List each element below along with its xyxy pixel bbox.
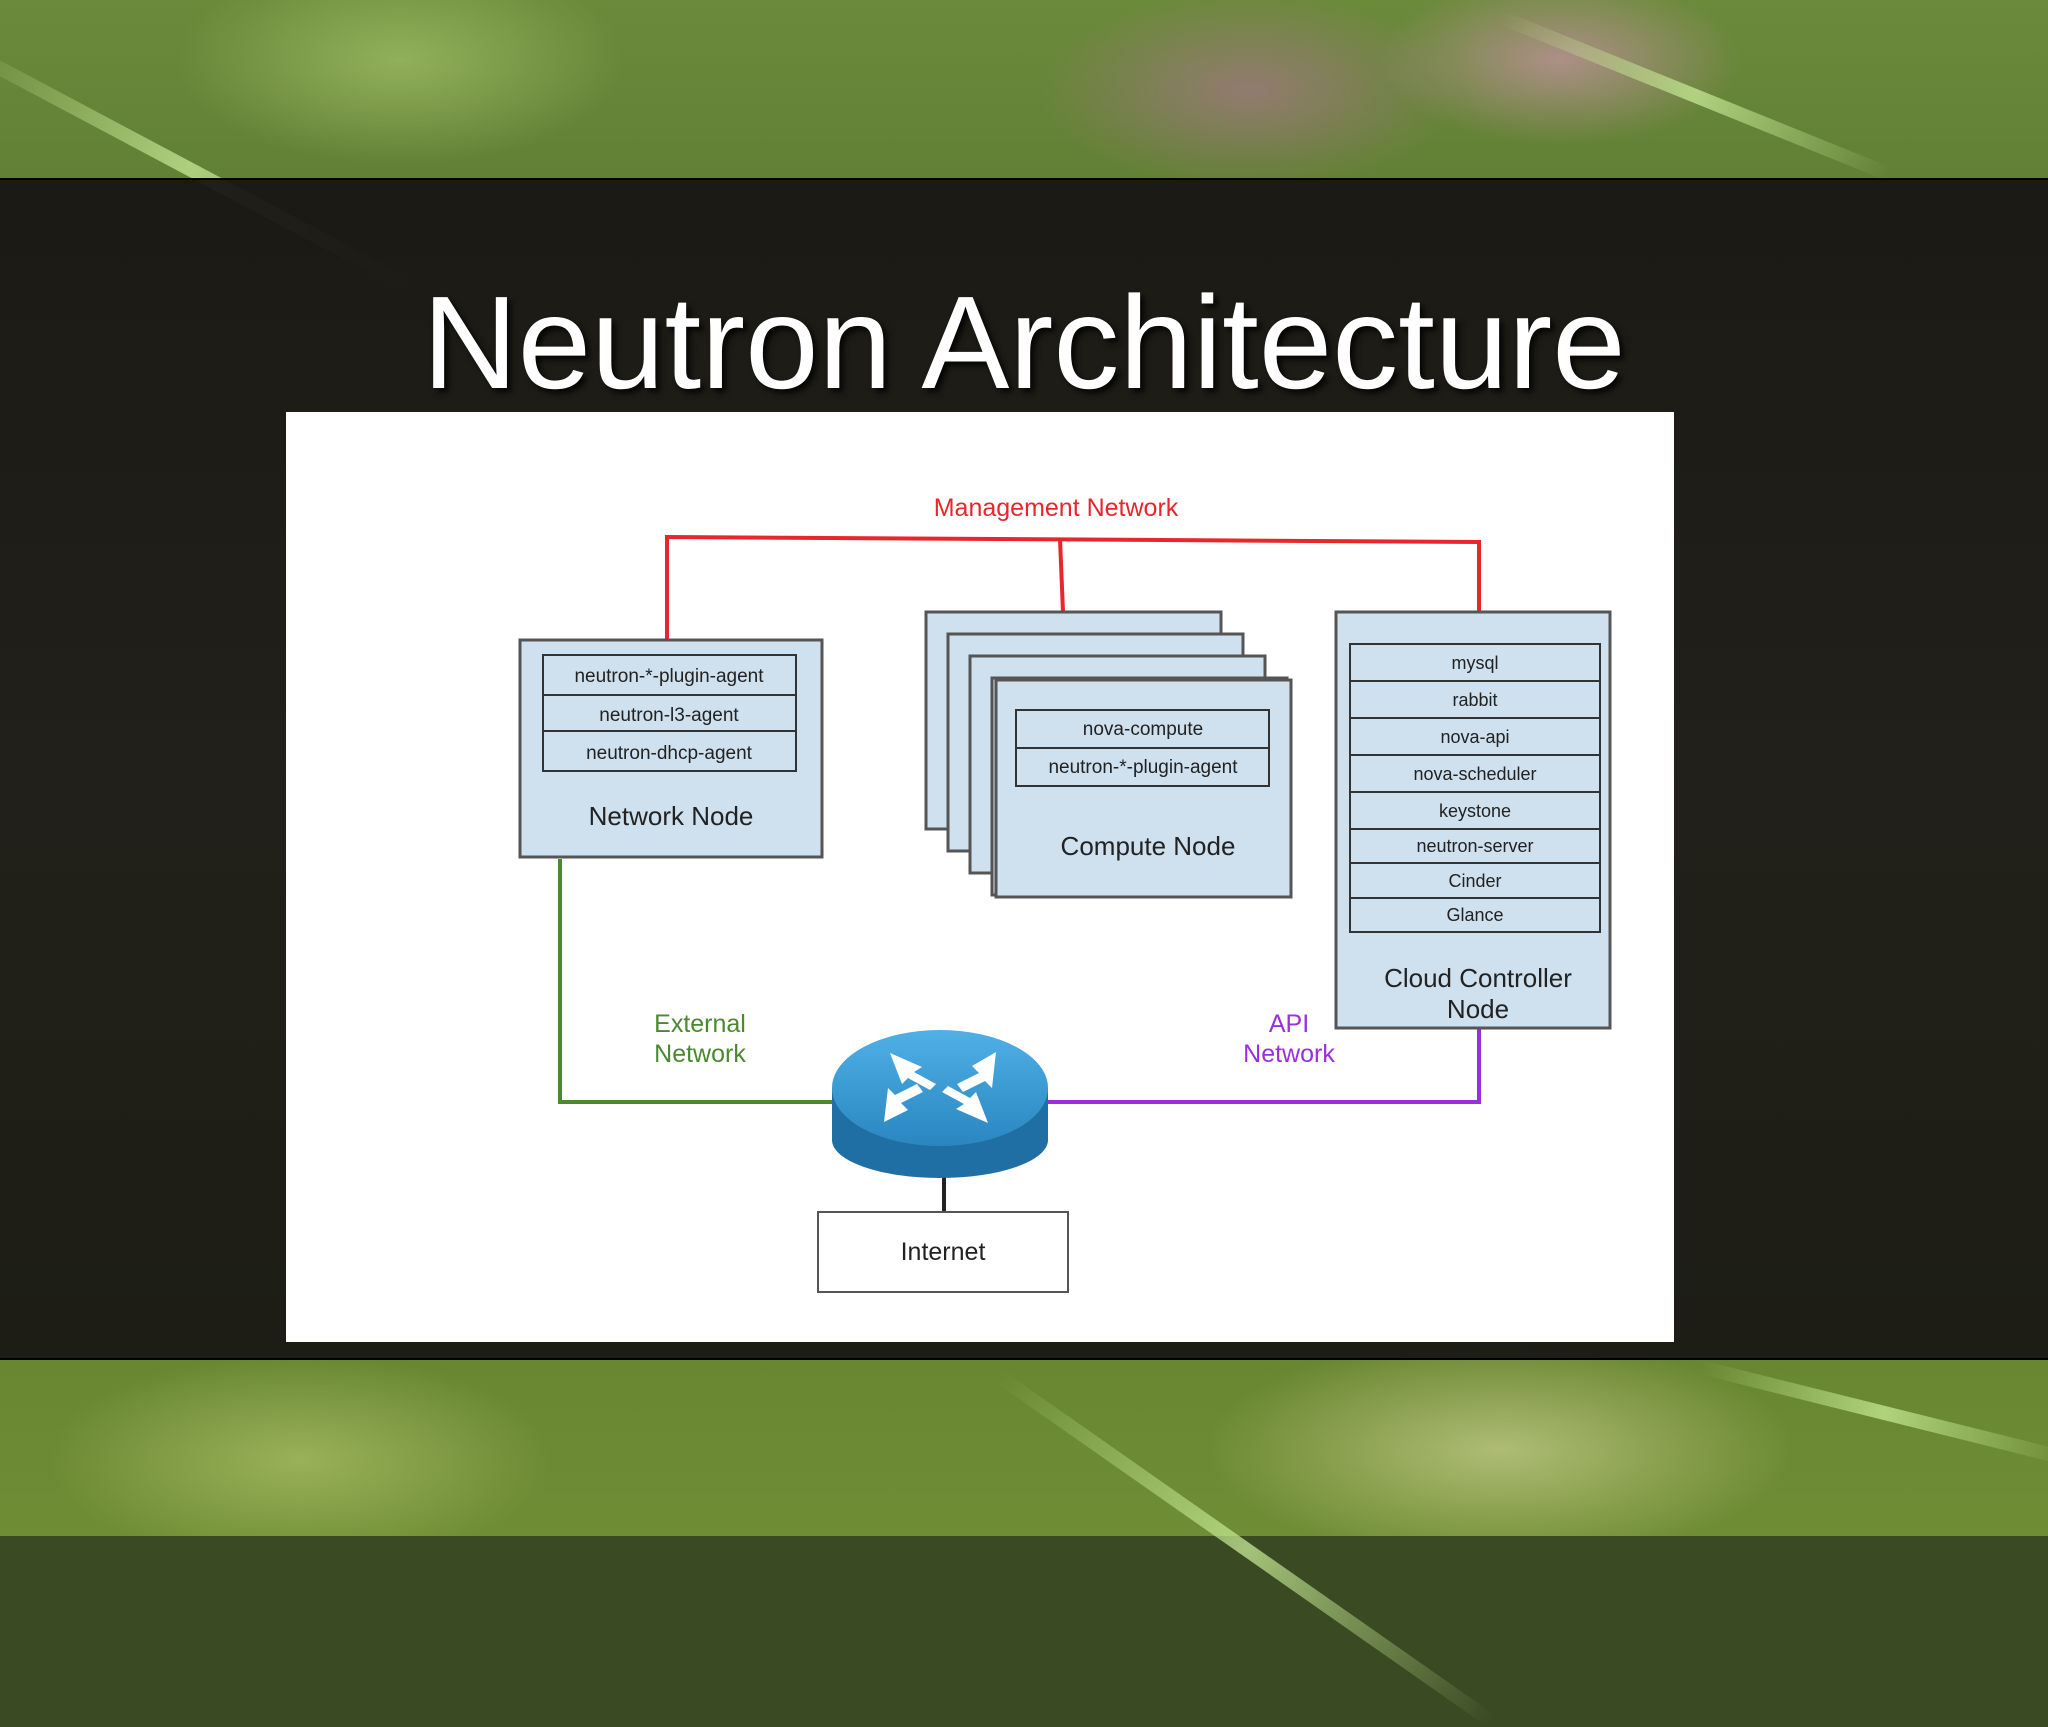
network-node: neutron-*-plugin-agent neutron-l3-agent … bbox=[518, 638, 824, 859]
controller-service-label: nova-api bbox=[1440, 727, 1509, 747]
compute-node-service-label: neutron-*-plugin-agent bbox=[1048, 757, 1238, 778]
controller-service-row bbox=[1349, 862, 1601, 899]
controller-service-label: keystone bbox=[1439, 801, 1511, 821]
compute-node-service-label: nova-compute bbox=[1083, 719, 1203, 740]
network-node-service-label: neutron-l3-agent bbox=[599, 705, 739, 726]
external-network-line bbox=[558, 859, 836, 1104]
grass-blade bbox=[1497, 10, 1893, 181]
management-network-label: Management Network bbox=[934, 494, 1179, 522]
external-network-label-2: Network bbox=[654, 1040, 746, 1068]
api-network-label-2: Network bbox=[1243, 1040, 1335, 1068]
management-network-lines bbox=[665, 534, 1481, 648]
controller-service-row bbox=[1349, 754, 1601, 793]
controller-service-label: nova-scheduler bbox=[1413, 764, 1536, 784]
network-node-label: Network Node bbox=[589, 801, 754, 831]
internet-label: Internet bbox=[901, 1238, 986, 1266]
compute-node: nova-compute neutron-*-plugin-agent Comp… bbox=[994, 678, 1293, 899]
controller-service-row bbox=[1349, 828, 1601, 864]
api-network-label-1: API bbox=[1269, 1010, 1309, 1038]
controller-service-label: mysql bbox=[1451, 653, 1498, 673]
external-network-label-1: External bbox=[654, 1010, 746, 1038]
compute-node-service-row bbox=[1015, 747, 1270, 787]
internet-node: Internet bbox=[817, 1211, 1069, 1293]
network-node-service-label: neutron-*-plugin-agent bbox=[574, 666, 764, 687]
grass-blade bbox=[1698, 1360, 2048, 1466]
architecture-diagram: Management Network External Network API … bbox=[286, 412, 1674, 1342]
controller-service-label: rabbit bbox=[1452, 690, 1497, 710]
router-icon bbox=[832, 1030, 1048, 1178]
controller-service-row bbox=[1349, 791, 1601, 830]
grass-blade bbox=[995, 1371, 1496, 1727]
slide-title: Neutron Architecture bbox=[422, 269, 1626, 416]
controller-service-row bbox=[1349, 897, 1601, 933]
controller-node-label-1: Cloud Controller bbox=[1384, 963, 1572, 993]
controller-service-label: Glance bbox=[1446, 905, 1503, 925]
controller-service-label: neutron-server bbox=[1416, 836, 1533, 856]
controller-service-row bbox=[1349, 717, 1601, 756]
controller-service-row bbox=[1349, 643, 1601, 682]
controller-service-label: Cinder bbox=[1448, 871, 1501, 891]
diagram-canvas: Management Network External Network API … bbox=[518, 494, 1612, 1293]
compute-node-service-row bbox=[1015, 709, 1270, 749]
controller-service-row bbox=[1349, 680, 1601, 719]
network-node-service-label: neutron-dhcp-agent bbox=[586, 743, 753, 764]
network-node-service-row bbox=[542, 730, 797, 772]
cloud-controller-node: mysql rabbit nova-api nova-scheduler key… bbox=[1334, 610, 1612, 1030]
api-network-line bbox=[1046, 1028, 1481, 1104]
controller-node-label-2: Node bbox=[1447, 994, 1509, 1024]
compute-node-label: Compute Node bbox=[1061, 831, 1236, 861]
